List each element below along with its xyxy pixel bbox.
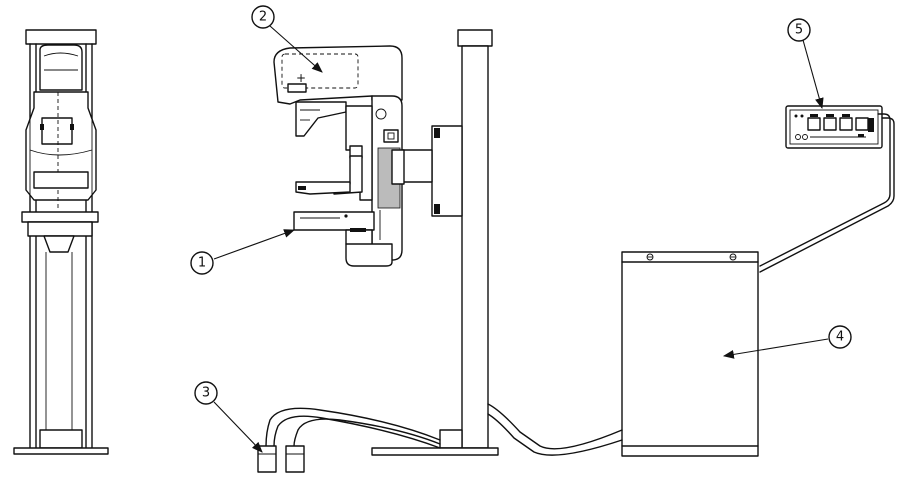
generator-cabinet — [621, 251, 759, 457]
gantry-column-side — [371, 29, 499, 456]
cables — [265, 113, 895, 456]
control-console — [785, 105, 883, 149]
callout-number: 3 — [202, 386, 210, 401]
callout-number: 4 — [836, 330, 844, 345]
callout-number: 1 — [198, 256, 206, 271]
footswitches — [257, 445, 305, 473]
gantry-arm-side: + — [273, 45, 463, 267]
callout-2: 2 — [251, 5, 323, 73]
callout-3: 3 — [194, 381, 263, 453]
callout-1: 1 — [190, 229, 296, 275]
callout-4: 4 — [722, 325, 852, 359]
callout-5: 5 — [787, 18, 824, 110]
callout-number: 5 — [795, 23, 803, 38]
svg-text:+: + — [296, 71, 306, 85]
gantry-front-view — [13, 29, 109, 455]
callout-number: 2 — [259, 10, 267, 25]
